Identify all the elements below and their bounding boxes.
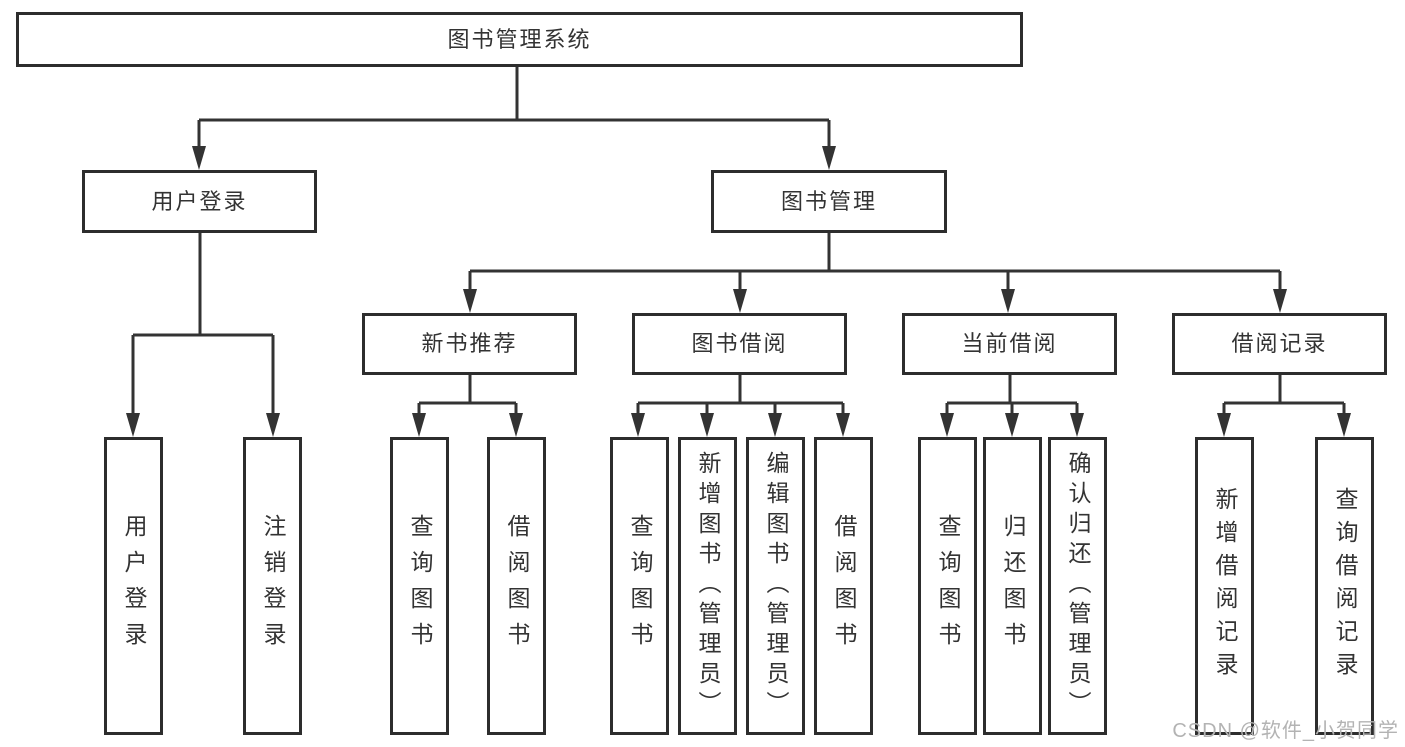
connector-records-to-leaves bbox=[1222, 375, 1346, 415]
leaf-query-books-borrow-label: 查询图书 bbox=[627, 514, 653, 658]
node-book-management-label: 图书管理 bbox=[780, 188, 877, 214]
leaf-query-borrow-record: 查询借阅记录 bbox=[1315, 437, 1374, 735]
node-new-book-recommend: 新书推荐 bbox=[362, 313, 577, 375]
connector-login-to-leaves bbox=[131, 233, 275, 415]
leaf-borrow-books-recommend-label: 借阅图书 bbox=[504, 514, 530, 658]
connector-root-to-level2 bbox=[197, 67, 831, 150]
node-current-borrow-label: 当前借阅 bbox=[961, 331, 1058, 356]
leaf-return-books-label: 归还图书 bbox=[1000, 514, 1026, 658]
leaf-query-books-recommend: 查询图书 bbox=[390, 437, 449, 735]
leaf-borrow-books-label: 借阅图书 bbox=[831, 514, 857, 658]
leaf-confirm-return-admin: 确认归还（管理员） bbox=[1048, 437, 1107, 735]
leaf-logout-label: 注销登录 bbox=[260, 514, 286, 658]
leaf-user-login-label: 用户登录 bbox=[121, 514, 147, 658]
leaf-add-books-admin: 新增图书（管理员） bbox=[678, 437, 737, 735]
csdn-watermark: CSDN @软件_小贺同学 bbox=[1172, 720, 1399, 742]
leaf-user-login: 用户登录 bbox=[104, 437, 163, 735]
leaf-return-books: 归还图书 bbox=[983, 437, 1042, 735]
leaf-query-borrow-record-label: 查询借阅记录 bbox=[1332, 487, 1358, 685]
leaf-query-books-recommend-label: 查询图书 bbox=[407, 514, 433, 658]
leaf-query-books-borrow: 查询图书 bbox=[610, 437, 669, 735]
node-root-system: 图书管理系统 bbox=[16, 12, 1023, 67]
leaf-query-books-current-label: 查询图书 bbox=[935, 514, 961, 658]
leaf-borrow-books-recommend: 借阅图书 bbox=[487, 437, 546, 735]
leaf-edit-books-admin-label: 编辑图书（管理员） bbox=[763, 451, 789, 721]
node-book-borrow-label: 图书借阅 bbox=[691, 331, 788, 356]
node-borrow-records-label: 借阅记录 bbox=[1231, 331, 1328, 356]
leaf-edit-books-admin: 编辑图书（管理员） bbox=[746, 437, 805, 735]
connector-current-to-leaves bbox=[945, 375, 1079, 415]
leaf-add-books-admin-label: 新增图书（管理员） bbox=[695, 451, 721, 721]
node-user-login: 用户登录 bbox=[82, 170, 317, 233]
node-current-borrow: 当前借阅 bbox=[902, 313, 1117, 375]
leaf-logout: 注销登录 bbox=[243, 437, 302, 735]
node-new-book-recommend-label: 新书推荐 bbox=[421, 331, 518, 356]
connector-borrow-to-leaves bbox=[636, 375, 845, 415]
connector-newbook-to-leaves bbox=[417, 375, 518, 415]
node-borrow-records: 借阅记录 bbox=[1172, 313, 1387, 375]
connector-mgmt-to-level3 bbox=[468, 233, 1282, 291]
leaf-confirm-return-admin-label: 确认归还（管理员） bbox=[1065, 451, 1091, 721]
node-book-borrow: 图书借阅 bbox=[632, 313, 847, 375]
leaf-query-books-current: 查询图书 bbox=[918, 437, 977, 735]
node-book-management: 图书管理 bbox=[711, 170, 947, 233]
leaf-add-borrow-record: 新增借阅记录 bbox=[1195, 437, 1254, 735]
node-root-label: 图书管理系统 bbox=[447, 26, 592, 52]
leaf-borrow-books: 借阅图书 bbox=[814, 437, 873, 735]
node-user-login-label: 用户登录 bbox=[151, 188, 248, 214]
leaf-add-borrow-record-label: 新增借阅记录 bbox=[1212, 487, 1238, 685]
